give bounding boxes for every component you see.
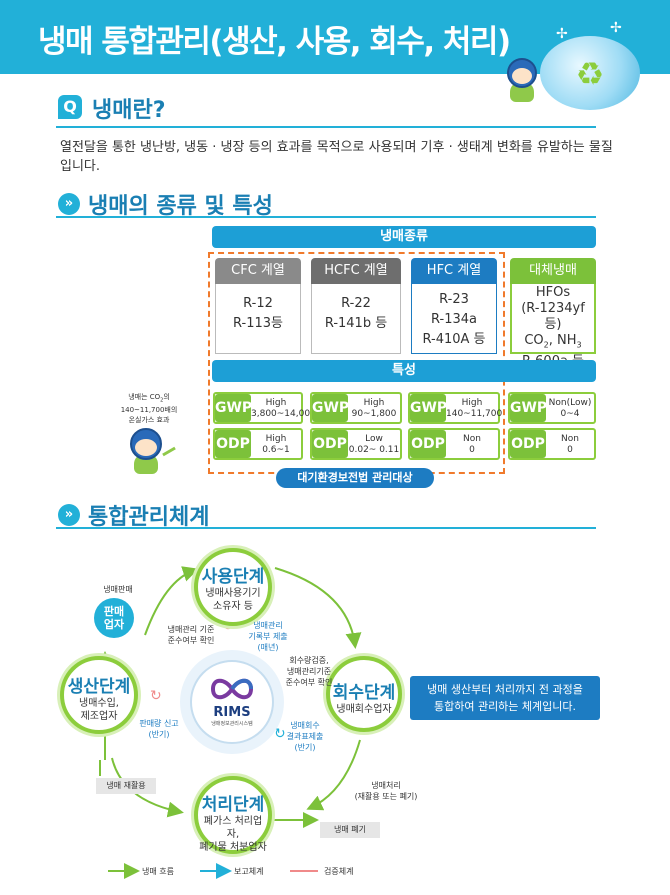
column-header-alternative: 대체냉매	[510, 258, 596, 284]
section-heading-system: 통합관리체계	[88, 505, 210, 530]
section-divider	[56, 216, 596, 218]
stage-recover: 회수단계 냉매회수업자	[326, 656, 402, 732]
svg-text:↻: ↻	[150, 688, 162, 704]
report-right-label: 냉매관리 기록부 제출 (매년)	[248, 621, 288, 652]
recover-report-label: 냉매회수 결과표제출 (반기)	[286, 721, 324, 752]
disposal-note-label: 냉매처리 (재활용 또는 폐기)	[354, 781, 418, 801]
gwp-cell-hcfc: GWP High 90~1,800	[310, 392, 402, 424]
stage-use: 사용단계 냉매사용기기 소유자 등	[194, 548, 272, 626]
refrigerant-description: 열전달을 통한 냉난방, 냉동 · 냉장 등의 효과를 목적으로 사용되며 기후…	[60, 140, 613, 174]
stage-produce: 생산단계 냉매수입, 제조업자	[60, 656, 138, 734]
odp-cell-hcfc: ODP Low 0.02~ 0.11	[310, 428, 402, 460]
gwp-cell-alternative: GWP Non(Low) 0~4	[508, 392, 596, 424]
wind-turbine-icon: ✢	[610, 20, 622, 36]
globe-illustration	[540, 36, 640, 110]
alternative-items: HFOs (R-1234yf 등) CO2, NH3 R-600a 등	[510, 284, 596, 369]
section-heading-refrigerant: 냉매란?	[92, 98, 166, 123]
ghg-note: 냉매는 CO2의 140~11,700배의 온실가스 효과	[120, 393, 178, 425]
mascot-character	[124, 428, 176, 476]
system-callout: 냉매 생산부터 처리까지 전 과정을 통합하여 관리하는 체계입니다.	[410, 676, 600, 720]
regulated-label: 대기환경보전법 관리대상	[276, 468, 434, 488]
question-icon: Q	[58, 95, 82, 119]
infinity-icon	[210, 678, 254, 700]
seller-label: 냉매판매	[103, 585, 133, 594]
kinds-header-bar: 냉매종류	[212, 226, 596, 248]
hcfc-items: R-22 R-141b 등	[311, 284, 401, 354]
legend-report: 보고체계	[234, 867, 264, 876]
wind-turbine-icon: ✢	[556, 26, 568, 42]
check-left-label: 냉매관리 기준 준수여부 확인	[167, 625, 215, 645]
gwp-cell-hfc: GWP High 140~11,700	[408, 392, 502, 424]
stage-dispose: 처리단계 폐가스 처리업자, 폐기물 처분업자	[194, 776, 272, 854]
cfc-items: R-12 R-113등	[215, 284, 301, 354]
recover-check-label: 회수량검증, 냉매관리기준 준수여부 확인	[285, 656, 333, 687]
section-divider	[56, 126, 596, 128]
section-divider	[56, 527, 596, 529]
column-header-cfc: CFC 계열	[215, 258, 301, 284]
chevron-right-icon: »	[58, 193, 80, 215]
recycle-icon: ♻	[575, 55, 605, 93]
mascot-character	[504, 58, 540, 106]
discard-tag: 냉매 폐기	[320, 822, 380, 838]
svg-text:↻: ↻	[274, 726, 286, 742]
seller-badge: 판매 업자	[94, 598, 134, 638]
rims-logo: RIMS 냉매정보관리시스템	[190, 660, 274, 744]
flow-arrows: ↻ ↻ ↻	[97, 566, 362, 879]
odp-cell-alternative: ODP Non 0	[508, 428, 596, 460]
traits-header-bar: 특성	[212, 360, 596, 382]
column-header-hfc: HFC 계열	[411, 258, 497, 284]
gwp-cell-cfc: GWP High 3,800~14,000	[213, 392, 316, 424]
column-header-hcfc: HCFC 계열	[311, 258, 401, 284]
hfc-items: R-23 R-134a R-410A 등	[411, 284, 497, 354]
reuse-tag: 냉매 재활용	[96, 778, 156, 794]
legend-verify: 검증체계	[324, 867, 354, 876]
chevron-right-icon: »	[58, 504, 80, 526]
odp-cell-hfc: ODP Non 0	[408, 428, 500, 460]
svg-text:↻: ↻	[222, 618, 234, 634]
page-title: 냉매 통합관리(생산, 사용, 회수, 처리)	[38, 24, 511, 60]
legend-flow: 냉매 흐름	[142, 867, 174, 876]
odp-cell-cfc: ODP High 0.6~1	[213, 428, 303, 460]
sales-report-label: 판매량 신고 (반기)	[139, 719, 179, 739]
section-heading-types: 냉매의 종류 및 특성	[88, 194, 273, 219]
